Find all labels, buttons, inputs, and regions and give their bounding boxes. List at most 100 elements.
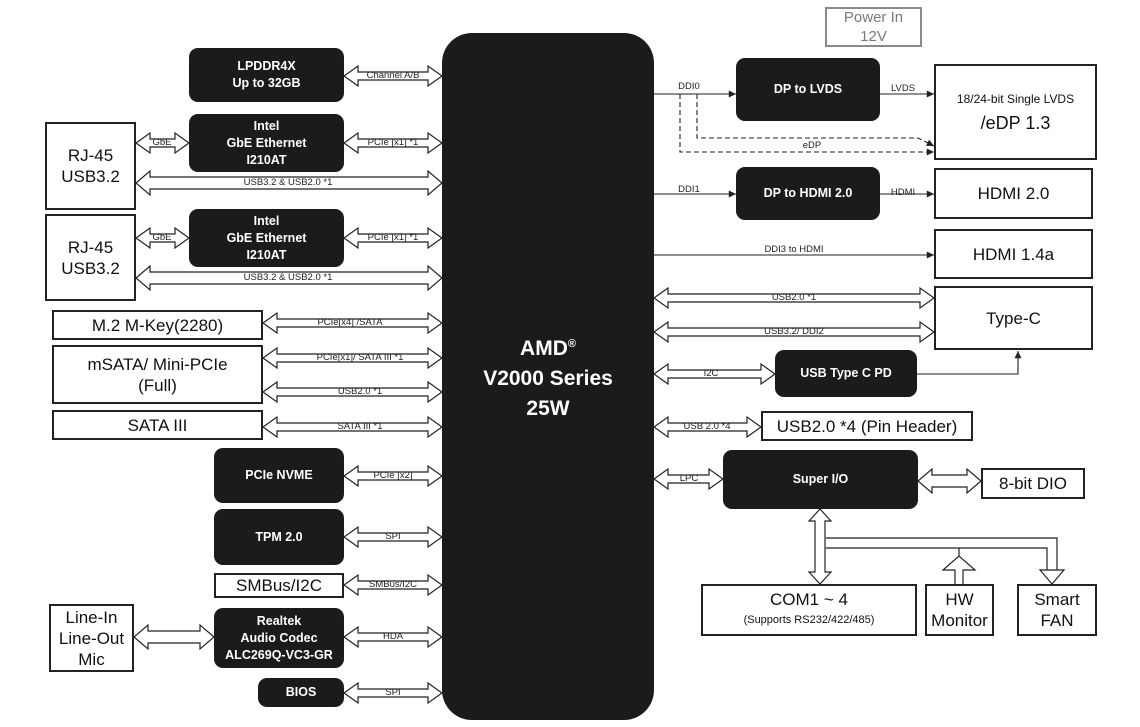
cpu-block: AMD® V2000 Series 25W bbox=[442, 33, 654, 720]
usb-header-label: USB2.0 *4 (Pin Header) bbox=[776, 416, 958, 436]
link-label-usbc32: USB3.2/ DDI2 bbox=[764, 326, 824, 337]
link-label-channel: Channel A/B bbox=[366, 70, 420, 81]
com-line2: (Supports RS232/422/485) bbox=[743, 614, 875, 626]
fan-line1: Smart bbox=[1034, 590, 1080, 609]
link-label-sata: SATA III *1 bbox=[337, 421, 383, 432]
codec-line1: Realtek bbox=[256, 613, 302, 628]
hdmi20-label: HDMI 2.0 bbox=[977, 184, 1050, 203]
link-label-nvme: PCIe [x2] bbox=[373, 470, 413, 481]
m2-label: M.2 M-Key(2280) bbox=[91, 315, 224, 335]
com-line1: COM1 ~ 4 bbox=[770, 590, 848, 609]
msata-line2: (Full) bbox=[138, 375, 177, 395]
hwmon-line2: Monitor bbox=[931, 611, 988, 630]
rj2-line1: RJ-45 bbox=[67, 237, 114, 257]
sata-label: SATA III bbox=[127, 415, 188, 435]
arrow-pd-typec-head bbox=[1014, 351, 1022, 359]
codec-line2: Audio Codec bbox=[240, 630, 318, 645]
arrow-dio bbox=[917, 467, 982, 495]
m2-mkey-block: M.2 M-Key(2280) bbox=[52, 310, 263, 340]
link-label-msata: PCIe[x1]/ SATA III *1 bbox=[316, 352, 404, 363]
hdmi20-block: HDMI 2.0 bbox=[934, 168, 1093, 219]
link-label-hdmi: HDMI bbox=[890, 187, 916, 198]
usb-typec-pd-block: USB Type C PD bbox=[775, 350, 917, 397]
cpu-power: 25W bbox=[526, 397, 570, 420]
link-label-smbus: SMBus/I2C bbox=[368, 579, 418, 590]
lvds-line2: /eDP 1.3 bbox=[980, 112, 1051, 133]
type-c-block: Type-C bbox=[934, 286, 1093, 350]
smbus-block: SMBus/I2C bbox=[214, 573, 344, 598]
link-label-ddi1: DDI1 bbox=[678, 184, 700, 195]
audio-line1: Line-In bbox=[65, 607, 118, 627]
superio-label: Super I/O bbox=[792, 472, 849, 486]
link-label-gbe1: GbE bbox=[152, 137, 172, 148]
link-label-pcie1: PCIe [x1] *1 bbox=[367, 137, 419, 148]
dp-hdmi-label: DP to HDMI 2.0 bbox=[763, 186, 853, 200]
audio-line2: Line-Out bbox=[58, 628, 125, 648]
link-label-ddi0: DDI0 bbox=[678, 81, 700, 92]
audio-line3: Mic bbox=[78, 649, 105, 669]
usb20-pin-header-block: USB2.0 *4 (Pin Header) bbox=[761, 411, 973, 441]
arrow-edp-2-head bbox=[926, 139, 934, 146]
arrow-edp-1-head bbox=[926, 148, 934, 156]
rj45-usb-1-block: RJ-45 USB3.2 bbox=[45, 122, 136, 210]
arrow-superio-com bbox=[807, 508, 833, 585]
link-label-hda: HDA bbox=[382, 631, 404, 642]
link-label-usb20: USB2.0 *1 bbox=[337, 386, 383, 397]
hdmi14-label: HDMI 1.4a bbox=[972, 244, 1055, 264]
com-ports-block: COM1 ~ 4 (Supports RS232/422/485) bbox=[701, 584, 917, 636]
rj2-line2: USB3.2 bbox=[61, 258, 120, 278]
arrow-ddi1-head bbox=[728, 190, 736, 198]
nvme-label: PCIe NVME bbox=[245, 468, 313, 482]
pcie-nvme-block: PCIe NVME bbox=[214, 448, 344, 503]
nic2-line1: Intel bbox=[253, 213, 280, 228]
arrow-audio-jack bbox=[133, 623, 215, 651]
link-label-lpc: LPC bbox=[679, 473, 699, 484]
cpu-registered-mark: ® bbox=[567, 338, 576, 350]
lvds-line1: 18/24-bit Single LVDS bbox=[956, 91, 1075, 106]
dp-to-lvds-block: DP to LVDS bbox=[736, 58, 880, 121]
link-label-usb1: USB3.2 & USB2.0 *1 bbox=[243, 177, 333, 188]
arrow-hdmi-head bbox=[926, 190, 934, 198]
power-line2: 12V bbox=[860, 28, 887, 45]
hdmi14a-block: HDMI 1.4a bbox=[934, 229, 1093, 279]
bus-superio-top bbox=[826, 537, 1058, 570]
arrow-lvds-head bbox=[926, 90, 934, 98]
link-label-usbhdr: USB 2.0 *4 bbox=[683, 421, 731, 432]
msata-minipcie-block: mSATA/ Mini-PCIe (Full) bbox=[52, 345, 263, 404]
link-label-usb2: USB3.2 & USB2.0 *1 bbox=[243, 272, 333, 283]
cpu-series: V2000 Series bbox=[483, 367, 613, 390]
arrow-edp-1 bbox=[679, 94, 934, 153]
smart-fan-block: Smart FAN bbox=[1017, 584, 1097, 636]
rj45-usb-2-block: RJ-45 USB3.2 bbox=[45, 214, 136, 301]
bios-label: BIOS bbox=[285, 685, 317, 699]
arrow-edp-2 bbox=[696, 94, 935, 147]
link-label-gbe2: GbE bbox=[152, 232, 172, 243]
dp-to-hdmi-block: DP to HDMI 2.0 bbox=[736, 167, 880, 220]
rj1-line1: RJ-45 bbox=[67, 146, 114, 165]
nic1-line2: GbE Ethernet bbox=[226, 135, 307, 150]
power-in-block: Power In 12V bbox=[825, 7, 922, 47]
nic2-line2: GbE Ethernet bbox=[226, 230, 307, 245]
arrow-pd-typec bbox=[917, 351, 1019, 375]
lpddr-line2: Up to 32GB bbox=[232, 76, 301, 90]
sata-block: SATA III bbox=[52, 410, 263, 440]
tpm-label: TPM 2.0 bbox=[255, 529, 303, 544]
bus-superio-bottom bbox=[826, 547, 1048, 570]
link-label-tpm: SPI bbox=[385, 531, 401, 542]
intel-nic-2-block: Intel GbE Ethernet I210AT bbox=[189, 209, 344, 267]
smbus-label: SMBus/I2C bbox=[236, 576, 322, 595]
lpddr-line1: LPDDR4X bbox=[237, 59, 296, 73]
nic1-line3: I210AT bbox=[246, 152, 287, 167]
dio-label: 8-bit DIO bbox=[998, 474, 1068, 493]
arrow-hwmon-head bbox=[941, 555, 977, 584]
link-label-ddi3: DDI3 to HDMI bbox=[764, 244, 824, 255]
arrow-ddi0-head bbox=[728, 90, 736, 98]
nic1-line1: Intel bbox=[253, 118, 280, 133]
realtek-codec-block: Realtek Audio Codec ALC269Q-VC3-GR bbox=[214, 608, 344, 668]
link-label-i2c: I2C bbox=[703, 368, 719, 379]
bios-block: BIOS bbox=[258, 678, 344, 707]
intel-nic-1-block: Intel GbE Ethernet I210AT bbox=[189, 114, 344, 172]
arrow-fan-head bbox=[1038, 569, 1066, 585]
